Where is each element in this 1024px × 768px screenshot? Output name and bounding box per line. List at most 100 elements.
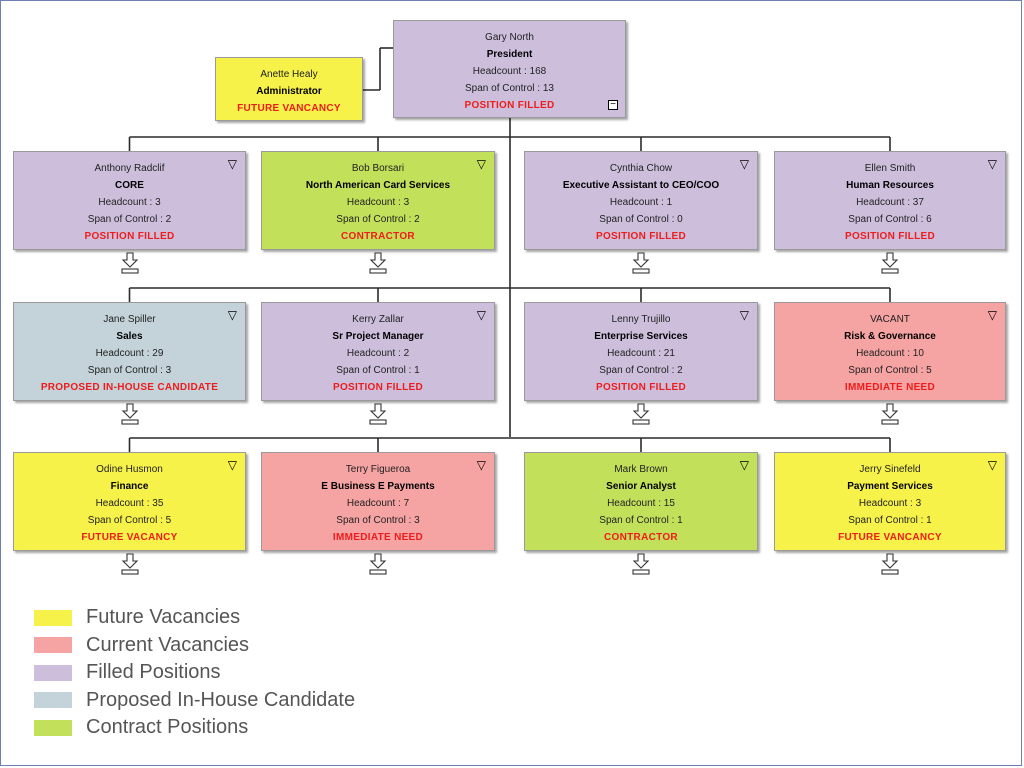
node-name: Jerry Sinefeld — [859, 464, 921, 475]
expand-arrow-icon[interactable] — [631, 553, 651, 575]
legend-swatch — [34, 719, 72, 736]
legend-label: Contract Positions — [86, 716, 249, 739]
node-name: Mark Brown — [614, 464, 668, 475]
dropdown-triangle-icon[interactable]: ▽ — [987, 458, 997, 472]
node-role: Risk & Governance — [844, 331, 936, 342]
dropdown-triangle-icon[interactable]: ▽ — [739, 308, 749, 322]
node-name: Anthony Radclif — [94, 163, 165, 174]
legend-label: Proposed In-House Candidate — [86, 688, 356, 711]
expand-arrow-icon[interactable] — [631, 252, 651, 274]
node-headcount: Headcount : 3 — [346, 197, 410, 208]
node-status: IMMEDIATE NEED — [332, 532, 424, 543]
expand-arrow-icon[interactable] — [368, 553, 388, 575]
node-role: Sr Project Manager — [332, 331, 424, 342]
node-name: Terry Figueroa — [345, 464, 411, 475]
node-name: Lenny Trujillo — [611, 314, 671, 325]
legend-swatch — [34, 664, 72, 681]
node-headcount: Headcount : 7 — [346, 498, 410, 509]
node-role: Finance — [110, 481, 149, 492]
expand-arrow-icon[interactable] — [880, 403, 900, 425]
legend-item: Proposed In-House Candidate — [34, 687, 355, 715]
node-status: CONTRACTOR — [604, 532, 678, 543]
node-span: Span of Control : 1 — [848, 515, 932, 526]
node-status: POSITION FILLED — [595, 382, 687, 393]
dropdown-triangle-icon[interactable]: ▽ — [739, 157, 749, 171]
node-name: Bob Borsari — [351, 163, 405, 174]
collapse-icon[interactable]: − — [608, 100, 618, 110]
node-role: Administrator — [256, 86, 322, 97]
dropdown-triangle-icon[interactable]: ▽ — [987, 157, 997, 171]
node-status: PROPOSED IN-HOUSE CANDIDATE — [40, 382, 219, 393]
node-status: FUTURE VANCANCY — [237, 103, 341, 114]
node-status: POSITION FILLED — [332, 382, 424, 393]
legend-swatch — [34, 692, 72, 709]
node-headcount: Headcount : 37 — [856, 197, 924, 208]
node-status: CONTRACTOR — [341, 231, 415, 242]
node-assistant[interactable]: Anette Healy Administrator FUTURE VANCAN… — [215, 57, 363, 121]
node-status: FUTURE VANCANCY — [838, 532, 942, 543]
expand-arrow-icon[interactable] — [120, 403, 140, 425]
dropdown-triangle-icon[interactable]: ▽ — [987, 308, 997, 322]
dropdown-triangle-icon[interactable]: ▽ — [227, 157, 237, 171]
node-span: Span of Control : 2 — [87, 214, 172, 225]
legend-label: Future Vacancies — [86, 606, 241, 629]
node-name: VACANT — [870, 314, 910, 325]
legend-item: Contract Positions — [34, 714, 355, 742]
node-status: POSITION FILLED — [844, 231, 936, 242]
node-role: Sales — [116, 331, 143, 342]
node-headcount: Headcount : 10 — [856, 348, 924, 359]
legend-item: Future Vacancies — [34, 604, 355, 632]
node-name: Ellen Smith — [864, 163, 916, 174]
legend-label: Filled Positions — [86, 661, 221, 684]
node-role: Senior Analyst — [606, 481, 676, 492]
node-span: Span of Control : 0 — [599, 214, 683, 225]
dropdown-triangle-icon[interactable]: ▽ — [227, 308, 237, 322]
node-president[interactable]: Gary North President Headcount : 168 Spa… — [393, 20, 626, 118]
legend-item: Current Vacancies — [34, 632, 355, 660]
expand-arrow-icon[interactable] — [880, 553, 900, 575]
node-role: Payment Services — [847, 481, 933, 492]
node-role: President — [486, 49, 533, 60]
expand-arrow-icon[interactable] — [880, 252, 900, 274]
dropdown-triangle-icon[interactable]: ▽ — [476, 157, 486, 171]
expand-arrow-icon[interactable] — [120, 553, 140, 575]
dropdown-triangle-icon[interactable]: ▽ — [476, 308, 486, 322]
node-headcount: Headcount : 1 — [609, 197, 673, 208]
node-headcount: Headcount : 168 — [472, 66, 547, 77]
node-span: Span of Control : 13 — [465, 83, 554, 94]
node-role: Enterprise Services — [594, 331, 688, 342]
dropdown-triangle-icon[interactable]: ▽ — [476, 458, 486, 472]
expand-arrow-icon[interactable] — [631, 403, 651, 425]
expand-arrow-icon[interactable] — [120, 252, 140, 274]
legend-label: Current Vacancies — [86, 633, 250, 656]
node-name: Kerry Zallar — [352, 314, 404, 325]
node-role: Human Resources — [846, 180, 934, 191]
node-role: E Business E Payments — [321, 481, 435, 492]
dropdown-triangle-icon[interactable]: ▽ — [739, 458, 749, 472]
node-role: Executive Assistant to CEO/COO — [562, 180, 720, 191]
node-status: IMMEDIATE NEED — [844, 382, 936, 393]
node-span: Span of Control : 2 — [336, 214, 420, 225]
node-role: CORE — [115, 180, 144, 191]
node-headcount: Headcount : 29 — [95, 348, 164, 359]
expand-arrow-icon[interactable] — [368, 403, 388, 425]
expand-arrow-icon[interactable] — [368, 252, 388, 274]
node-name: Odine Husmon — [96, 464, 163, 475]
dropdown-triangle-icon[interactable]: ▽ — [227, 458, 237, 472]
node-headcount: Headcount : 21 — [607, 348, 675, 359]
